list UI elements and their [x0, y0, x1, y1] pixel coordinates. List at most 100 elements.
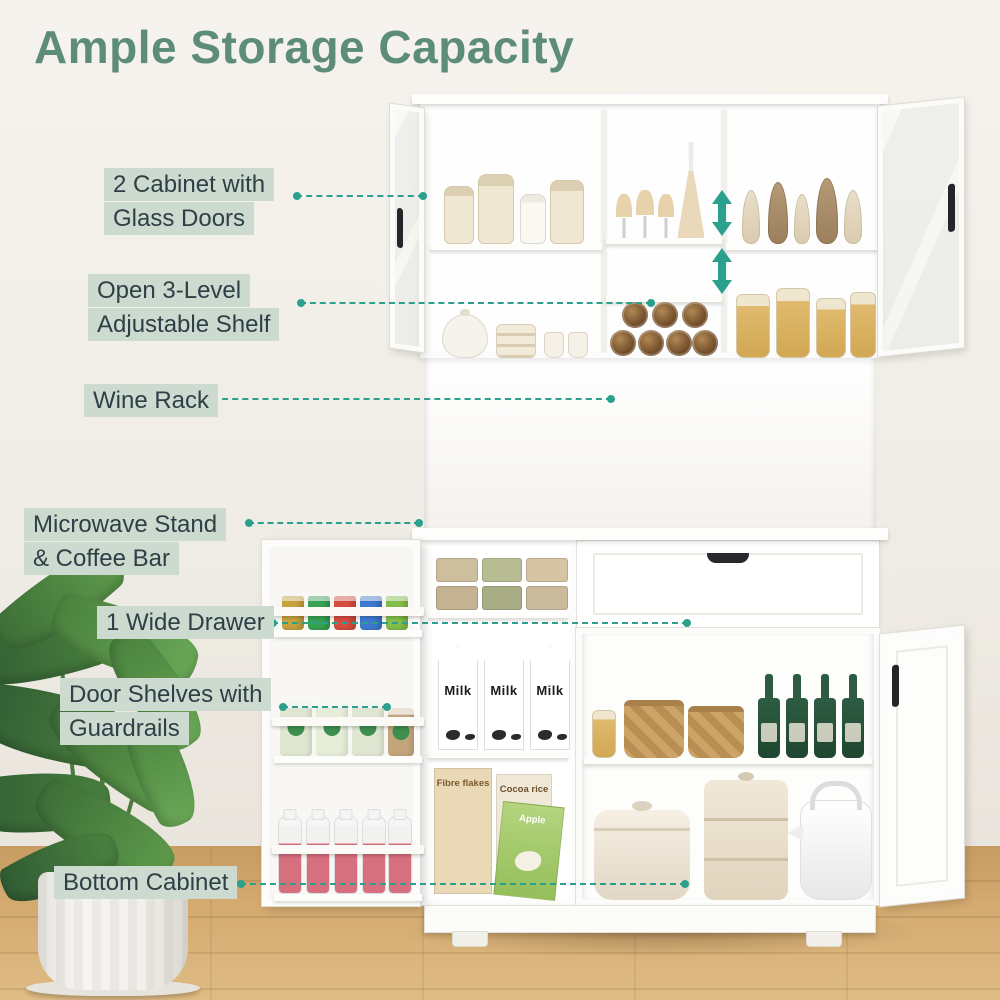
- snack-pack: [316, 702, 348, 756]
- steamer-pot: [704, 780, 788, 900]
- leader-line-adjustable-shelf: [297, 299, 655, 307]
- door-panel: [896, 645, 948, 887]
- grain-jar: [816, 298, 846, 358]
- kitchen-canister: [520, 194, 546, 244]
- kitchen-canister: [550, 180, 584, 244]
- cabinet-crown: [412, 94, 888, 104]
- callout-bottom-cabinet: Bottom Cabinet: [54, 866, 238, 900]
- wicker-basket: [688, 706, 744, 758]
- spice-shaker: [794, 194, 810, 244]
- wine-bottle-end: [652, 302, 678, 328]
- leader-line-wide-drawer: [269, 619, 691, 627]
- green-glass-bottle: [786, 698, 808, 758]
- milk-carton: Milk: [438, 646, 478, 750]
- page-title: Ample Storage Capacity: [34, 21, 575, 73]
- kitchen-canister: [478, 174, 514, 244]
- wine-bottle-end: [638, 330, 664, 356]
- cabinet-shelf: [584, 758, 872, 765]
- shelf-adjust-arrows-icon: [712, 190, 732, 294]
- wine-bottle-end: [622, 302, 648, 328]
- drink-bottle: [334, 816, 358, 894]
- glass-door-left: [389, 102, 425, 354]
- drink-bottle: [306, 816, 330, 894]
- teapot: [442, 314, 488, 358]
- wicker-basket: [624, 700, 684, 758]
- bottom-cabinet-interior: [575, 627, 881, 906]
- callout-door-shelves: Door Shelves with Guardrails: [60, 678, 285, 746]
- guardrail: [272, 845, 424, 854]
- leader-line-glass-doors: [293, 192, 427, 200]
- door-shelf: [272, 659, 424, 763]
- kitchen-canister: [444, 186, 474, 244]
- grain-jar: [776, 288, 810, 358]
- cereal-label: Apple: [518, 812, 546, 827]
- wine-bottle-end: [692, 330, 718, 356]
- guardrail: [272, 607, 424, 616]
- green-glass-bottle: [758, 698, 780, 758]
- cabinet-shelf: [430, 244, 602, 251]
- door-handle: [397, 207, 403, 249]
- leader-line-bottom-cabinet: [237, 880, 689, 888]
- callout-microwave-stand: Microwave Stand & Coffee Bar: [24, 508, 236, 576]
- cereal-box-apple: Apple: [493, 801, 565, 901]
- drawer-handle: [707, 553, 749, 563]
- wine-glass-small: [636, 190, 654, 238]
- open-counter-area: [424, 358, 876, 530]
- callout-glass-doors: 2 Cabinet with Glass Doors: [104, 168, 304, 236]
- cup: [568, 332, 588, 358]
- spice-shaker: [768, 182, 788, 244]
- glass-door-right: [877, 96, 965, 358]
- grain-jar: [850, 292, 876, 358]
- hutch-top-cabinet: [419, 99, 881, 359]
- wine-bottle-end: [682, 302, 708, 328]
- cup: [544, 332, 564, 358]
- cabinet-shelf: [428, 752, 568, 759]
- cabinet-foot: [452, 931, 488, 947]
- open-door-with-shelves: [261, 539, 424, 907]
- tea-box: [526, 586, 568, 610]
- snack-pack: [280, 702, 312, 756]
- spice-shaker: [844, 190, 862, 244]
- wine-glass-small: [658, 194, 674, 238]
- tea-box: [526, 558, 568, 582]
- tea-box: [482, 558, 522, 582]
- wine-glass-small: [616, 194, 632, 238]
- decanter: [678, 142, 704, 238]
- countertop: [412, 528, 888, 540]
- tea-box: [482, 586, 522, 610]
- door-shelf: [272, 555, 424, 637]
- middle-open-shelves: Milk Milk Milk Fibre flakes Cocoa rice A…: [419, 539, 577, 906]
- bottom-cabinet-door: [879, 624, 965, 908]
- callout-wide-drawer: 1 Wide Drawer: [97, 606, 274, 640]
- wine-bottle-end: [610, 330, 636, 356]
- milk-carton: Milk: [530, 646, 570, 750]
- small-jar: [592, 710, 616, 758]
- callout-wine-rack: Wine Rack: [84, 384, 219, 418]
- cabinet-divider: [602, 110, 606, 352]
- milk-label: Milk: [444, 683, 472, 698]
- snack-pack: [388, 708, 414, 756]
- guardrail: [272, 717, 424, 726]
- door-handle: [948, 183, 955, 233]
- cereal-box-fibre-flakes: Fibre flakes: [434, 768, 492, 894]
- electric-kettle: [787, 800, 872, 900]
- cabinet-base: [424, 905, 876, 933]
- cabinet-foot: [806, 931, 842, 947]
- cereal-label: Cocoa rice: [499, 784, 549, 795]
- milk-label: Milk: [490, 683, 518, 698]
- tea-box: [436, 586, 478, 610]
- drink-bottle: [278, 816, 302, 894]
- green-glass-bottle: [842, 698, 864, 758]
- door-shelf: [272, 781, 424, 901]
- drink-bottle: [388, 816, 412, 894]
- dutch-oven: [594, 810, 690, 900]
- drink-bottle: [362, 816, 386, 894]
- cereal-label: Fibre flakes: [436, 778, 490, 789]
- leader-line-door-shelves: [279, 703, 391, 711]
- cabinet-shelf: [726, 244, 878, 251]
- tea-box: [436, 558, 478, 582]
- grain-jar: [736, 294, 770, 358]
- snack-pack: [352, 702, 384, 756]
- spice-shaker: [816, 178, 838, 244]
